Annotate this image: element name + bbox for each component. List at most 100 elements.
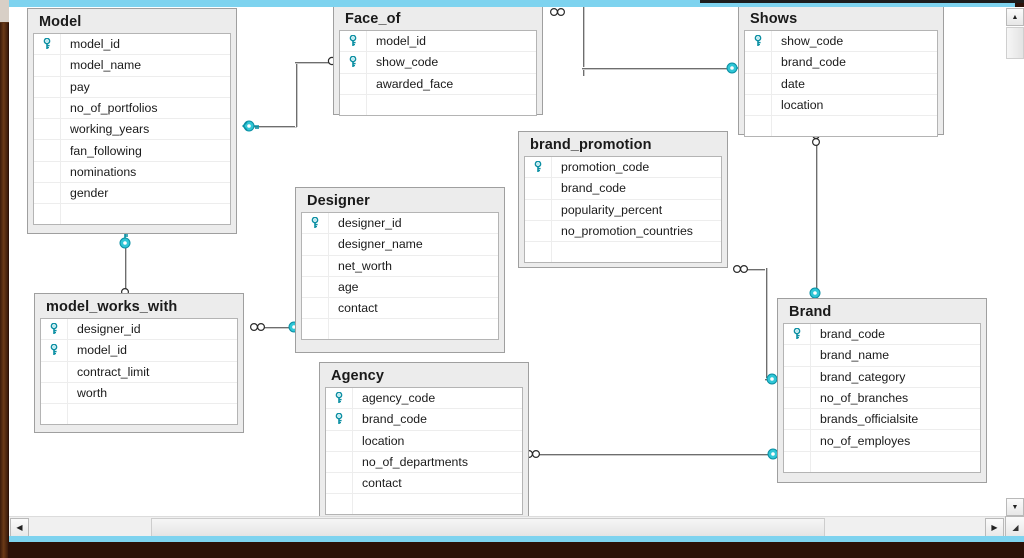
field-key-slot (34, 161, 61, 183)
primary-key-icon (34, 34, 61, 55)
table-empty-row[interactable] (41, 404, 237, 425)
link-model-face_of-seg1 (249, 125, 297, 128)
table-field-row[interactable]: no_of_employes (784, 430, 980, 452)
link-mww-designer (252, 326, 302, 329)
table-empty-row[interactable] (525, 242, 721, 263)
table-field-row[interactable]: model_id (41, 340, 237, 362)
scroll-down-icon[interactable]: ▼ (1006, 498, 1024, 516)
window-left-rail (0, 0, 8, 558)
table-field-row[interactable]: show_code (340, 52, 536, 74)
table-field-row[interactable]: model_name (34, 55, 230, 77)
table-field-row[interactable]: agency_code (326, 388, 522, 410)
scroll-right-icon[interactable]: ▶ (985, 518, 1004, 538)
field-name: worth (77, 386, 108, 401)
field-name: designer_name (338, 237, 423, 252)
table-field-row[interactable]: brand_code (784, 324, 980, 346)
table-empty-row[interactable] (340, 94, 536, 115)
field-name: contract_limit (77, 364, 150, 379)
field-name: brand_code (820, 327, 885, 342)
field-key-slot (302, 298, 329, 319)
table-field-row[interactable]: model_id (340, 31, 536, 53)
table-field-row[interactable]: model_id (34, 34, 230, 56)
horizontal-scrollbar-thumb[interactable] (151, 518, 825, 538)
vertical-scrollbar[interactable]: ▲ ▼ (1005, 7, 1024, 516)
table-field-row[interactable]: location (326, 430, 522, 452)
table-field-row[interactable]: age (302, 276, 498, 299)
link-bp-brand-seg2 (765, 268, 768, 380)
table-field-list: model_id show_code awarded_face (339, 30, 537, 116)
field-key-slot (784, 430, 811, 451)
primary-key-icon (326, 409, 353, 430)
table-field-row[interactable]: brand_name (784, 345, 980, 367)
table-field-row[interactable]: contract_limit (41, 361, 237, 383)
table-field-row[interactable]: no_of_branches (784, 387, 980, 410)
horizontal-scrollbar[interactable]: ◀ ▶ (9, 516, 1005, 538)
table-empty-row[interactable] (34, 204, 230, 225)
table-field-row[interactable]: no_of_portfolios (34, 97, 230, 120)
field-key-slot (784, 451, 811, 472)
table-field-row[interactable]: brand_code (525, 178, 721, 200)
table-field-row[interactable]: popularity_percent (525, 199, 721, 221)
table-empty-row[interactable] (326, 494, 522, 515)
table-empty-row[interactable] (302, 319, 498, 340)
link-face_of-shows-seg1 (582, 7, 585, 76)
field-key-slot (41, 361, 68, 382)
table-field-row[interactable]: fan_following (34, 140, 230, 162)
primary-key-icon (340, 31, 367, 52)
entity-table-agency[interactable]: Agency agency_code brand_code location no_of… (319, 362, 529, 516)
field-name: agency_code (362, 391, 436, 406)
table-field-row[interactable]: designer_name (302, 234, 498, 256)
table-field-row[interactable]: brands_officialsite (784, 409, 980, 431)
table-field-row[interactable]: contact (302, 298, 498, 320)
table-field-row[interactable]: awarded_face (340, 73, 536, 95)
table-field-row[interactable]: promotion_code (525, 157, 721, 179)
field-name: brands_officialsite (820, 412, 919, 427)
table-field-row[interactable]: no_of_departments (326, 451, 522, 474)
field-name: show_code (376, 55, 439, 70)
scroll-up-icon[interactable]: ▲ (1006, 8, 1024, 26)
table-empty-row[interactable] (745, 116, 937, 137)
relationship-many-endpoint (732, 264, 749, 274)
field-name: location (362, 433, 405, 448)
scroll-left-icon[interactable]: ◀ (10, 518, 29, 538)
field-key-slot (525, 242, 552, 263)
table-field-row[interactable]: nominations (34, 161, 230, 184)
field-name: popularity_percent (561, 202, 663, 217)
vertical-scrollbar-thumb[interactable] (1006, 27, 1024, 59)
field-name: date (781, 76, 805, 91)
table-field-row[interactable]: gender (34, 183, 230, 205)
table-field-row[interactable]: working_years (34, 119, 230, 141)
table-field-row[interactable]: net_worth (302, 255, 498, 277)
field-key-slot (784, 387, 811, 409)
table-field-row[interactable]: show_code (745, 31, 937, 53)
table-empty-row[interactable] (784, 451, 980, 472)
primary-key-icon (326, 388, 353, 409)
table-field-row[interactable]: designer_id (302, 213, 498, 235)
field-key-slot (745, 116, 772, 137)
table-field-row[interactable]: brand_code (745, 52, 937, 74)
table-field-row[interactable]: location (745, 94, 937, 117)
table-title: Agency (331, 368, 384, 384)
table-field-row[interactable]: no_promotion_countries (525, 220, 721, 243)
table-field-row[interactable]: brand_category (784, 366, 980, 388)
table-field-row[interactable]: worth (41, 382, 237, 405)
table-field-row[interactable]: designer_id (41, 319, 237, 341)
table-field-row[interactable]: pay (34, 76, 230, 98)
table-field-row[interactable]: contact (326, 473, 522, 495)
field-name: contact (338, 301, 378, 316)
table-field-row[interactable]: brand_code (326, 409, 522, 431)
resize-grip-icon[interactable]: ◢ (1005, 516, 1024, 538)
table-field-row[interactable]: date (745, 73, 937, 95)
